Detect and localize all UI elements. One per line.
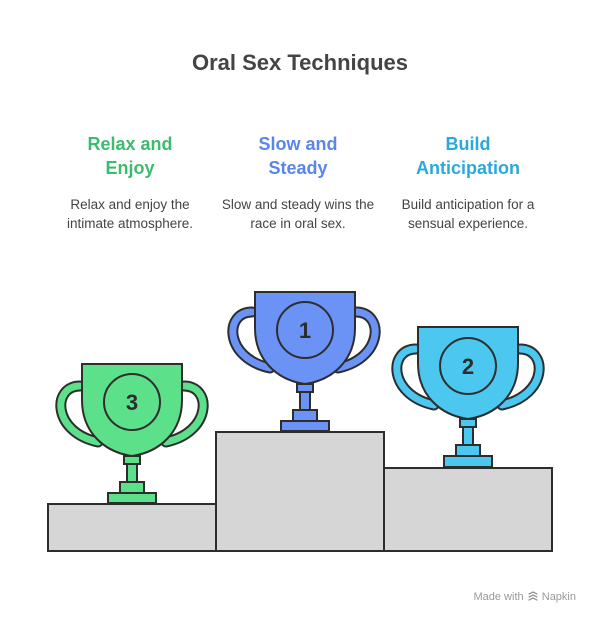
heading-build-anticipation-line1: Build [445, 134, 491, 154]
napkin-logo-icon [528, 591, 538, 601]
trophy-third-icon [55, 363, 209, 504]
rank-third-label: 3 [126, 390, 138, 415]
trophy-first-icon [227, 291, 381, 432]
heading-slow-steady: Slow and Steady [223, 132, 373, 180]
podium-first-place [215, 431, 385, 552]
heading-relax-enjoy-line2: Enjoy [105, 158, 155, 178]
heading-slow-steady-line2: Steady [268, 158, 328, 178]
footer-attribution[interactable]: Made with Napkin [473, 591, 576, 603]
rank-second-label: 2 [462, 354, 474, 379]
heading-build-anticipation: Build Anticipation [393, 132, 543, 180]
description-build-anticipation: Build anticipation for a sensual experie… [401, 197, 535, 231]
heading-relax-enjoy: Relax and Enjoy [55, 132, 205, 180]
rank-first-label: 1 [299, 318, 311, 343]
description-relax-enjoy: Relax and enjoy the intimate atmosphere. [66, 197, 194, 231]
description-slow-steady: Slow and steady wins the race in oral se… [221, 197, 375, 231]
heading-slow-steady-line1: Slow and [258, 134, 338, 154]
podium-second-place [383, 467, 553, 552]
trophy-second-icon [391, 326, 545, 468]
page-title: Oral Sex Techniques [191, 50, 408, 75]
heading-build-anticipation-line2: Anticipation [416, 158, 520, 178]
footer-made-with: Made with [473, 591, 524, 603]
footer-brand: Napkin [541, 591, 576, 603]
podium-third-place [47, 503, 217, 552]
heading-relax-enjoy-line1: Relax and [87, 134, 173, 154]
